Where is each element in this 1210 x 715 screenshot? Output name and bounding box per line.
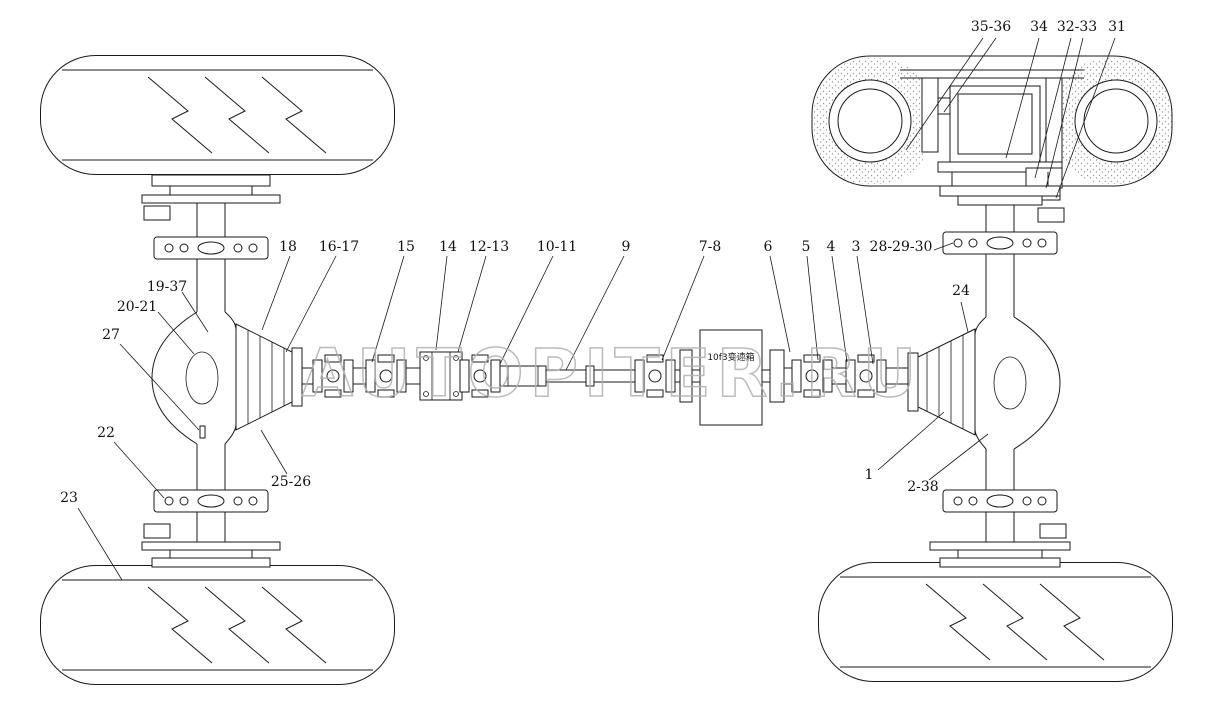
callout-32-33: 32-33 [1057, 19, 1097, 35]
callout-15: 15 [397, 239, 415, 255]
tire-front-left [40, 55, 395, 175]
leader-lines [77, 37, 1116, 581]
callout-20-21: 20-21 [117, 299, 157, 315]
transfer-case-label: 10f3变速箱 [707, 351, 754, 363]
callout-18: 18 [279, 239, 297, 255]
callout-10-11: 10-11 [537, 239, 577, 255]
front-axle [151, 236, 303, 513]
wheel-section-view [811, 55, 1173, 201]
callout-6: 6 [764, 239, 773, 255]
callout-28-29-30: 28-29-30 [870, 239, 933, 255]
callout-16-17: 16-17 [319, 239, 359, 255]
driveshaft: 10f3变速箱 [302, 329, 908, 426]
hub-front-left-bottom [141, 511, 281, 568]
transfer-case: 10f3变速箱 [699, 329, 763, 426]
callout-31: 31 [1108, 19, 1126, 35]
callout-5: 5 [802, 239, 811, 255]
watermark: AUTOPITER.RU [302, 335, 922, 412]
hub-rear-right-top [939, 185, 1065, 233]
callout-9: 9 [622, 239, 631, 255]
callout-labels: 35-36 34 32-33 31 18 16-17 15 14 12-13 1… [60, 19, 1126, 506]
callout-19-37: 19-37 [147, 279, 187, 295]
callout-22: 22 [97, 425, 115, 441]
callout-7-8: 7-8 [699, 239, 722, 255]
callout-34: 34 [1030, 19, 1048, 35]
callout-24: 24 [952, 283, 970, 299]
tire-front-left-inner [40, 565, 395, 685]
callout-14: 14 [439, 239, 457, 255]
slip-joint-housing [419, 351, 463, 401]
hub-front-left-top [141, 174, 281, 238]
callout-35-36: 35-36 [971, 19, 1011, 35]
callout-3: 3 [852, 239, 861, 255]
callout-1: 1 [865, 467, 874, 483]
callout-12-13: 12-13 [469, 239, 509, 255]
callout-4: 4 [827, 239, 836, 255]
rear-axle [907, 231, 1061, 513]
hub-rear-right-bottom [929, 511, 1071, 568]
callout-25-26: 25-26 [271, 474, 311, 490]
callout-27: 27 [102, 327, 120, 343]
tire-rear-right [818, 562, 1173, 682]
callout-2-38: 2-38 [907, 479, 938, 495]
callout-23: 23 [60, 490, 78, 506]
